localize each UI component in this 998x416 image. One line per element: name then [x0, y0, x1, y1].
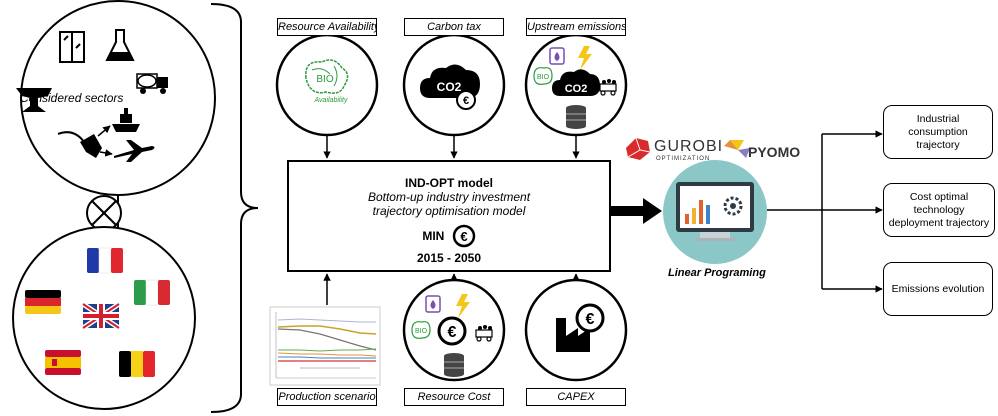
pyomo-logo-text: PYOMO [748, 144, 801, 160]
flag-spain-icon [45, 350, 81, 375]
bio-text: BIO [537, 74, 550, 81]
model-years: 2015 - 2050 [416, 251, 482, 265]
transport-arrows [97, 125, 113, 157]
svg-text:€: € [586, 311, 595, 328]
resource-availability-label: Resource Availability [277, 18, 377, 36]
model-box: IND-OPT model Bottom-up industry investm… [287, 160, 611, 272]
grouping-brace [210, 3, 259, 413]
sectors-label: Considered sectors [20, 91, 124, 105]
resource-cost-label: Resource Cost [404, 388, 504, 406]
anvil-steel-icon [16, 88, 52, 112]
pyomo-logo-icon [724, 140, 750, 158]
glass-window-icon [59, 31, 85, 63]
fuel-nozzle-icon [57, 131, 102, 158]
co2-text: CO2 [437, 80, 462, 94]
flag-france-icon [87, 247, 123, 274]
ship-icon [112, 108, 140, 132]
svg-text:€: € [448, 324, 457, 341]
capex-label: CAPEX [526, 388, 626, 406]
gurobi-logo-text: GUROBI [654, 138, 724, 155]
output-connectors [767, 130, 883, 293]
factory-euro-icon: € [556, 303, 605, 352]
bio-availability-icon [305, 59, 349, 94]
co2-cloud-euro-icon: € [420, 64, 480, 110]
svg-text:€: € [463, 95, 469, 107]
output-line2: trajectory [916, 138, 960, 151]
model-to-solver-arrow [611, 198, 662, 224]
availability-text: Availability [314, 97, 348, 104]
output-line2: deployment trajectory [888, 216, 990, 229]
chemistry-flask-icon [105, 29, 135, 61]
flag-belgium-icon [119, 351, 155, 377]
flag-uk-icon [81, 301, 121, 331]
linear-programming-computer-icon [663, 160, 767, 264]
output-line1: Emissions evolution [891, 282, 985, 295]
flag-italy-icon [134, 279, 170, 306]
carbon-tax-label: Carbon tax [404, 18, 504, 36]
upstream-emissions-label: Upstream emissions [526, 18, 626, 36]
flag-germany-icon [25, 290, 61, 314]
euro-coin-icon: € [452, 224, 475, 248]
output-line1: Industrial consumption [908, 112, 968, 138]
airplane-icon [114, 140, 155, 162]
model-subtitle-line1: Bottom-up industry investment [367, 190, 531, 204]
output-line1: Cost optimal technology [909, 190, 969, 216]
input-arrows [323, 135, 580, 305]
linear-programming-label: Linear Programing [668, 267, 766, 279]
production-scenario-label: Production scenario [277, 388, 377, 406]
resource-availability-circle [275, 33, 379, 137]
gurobi-logo-subtext: OPTIMIZATION [656, 156, 711, 162]
bio-text: BIO [316, 74, 333, 85]
gurobi-logo-icon [626, 137, 651, 160]
upstream-co2-resources-icon [533, 46, 617, 129]
model-title: IND-OPT model [404, 176, 493, 190]
co2-text: CO2 [565, 83, 588, 95]
svg-text:€: € [460, 229, 467, 244]
min-label: MIN [422, 229, 445, 243]
model-subtitle-line2: trajectory optimisation model [372, 204, 526, 218]
output-emissions-evolution: Emissions evolution [883, 262, 993, 316]
production-chart-thumbnail [269, 306, 381, 386]
cross-product-icon [86, 195, 122, 231]
bio-text: BIO [415, 328, 428, 335]
cement-truck-icon [136, 73, 168, 94]
resource-cost-icon: € [411, 294, 493, 377]
